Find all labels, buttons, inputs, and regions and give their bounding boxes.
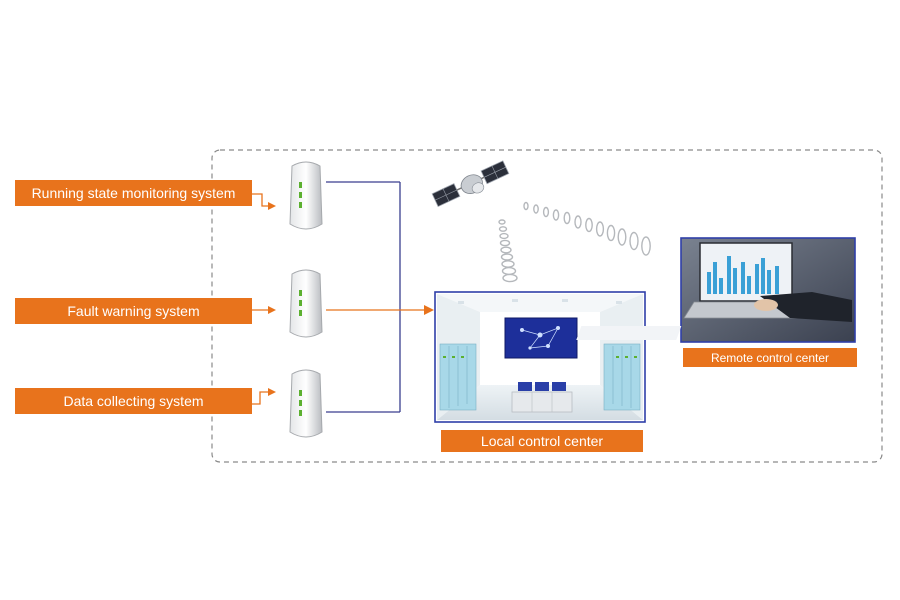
device-bus-lines [326, 181, 401, 413]
remote-control-center-label: Remote control center [683, 348, 857, 367]
arrow-fault [268, 306, 276, 314]
control-room-icon [434, 291, 646, 423]
arrow-running [268, 202, 276, 210]
connector-data [252, 391, 270, 405]
input-label-data-collecting: Data collecting system [15, 388, 252, 414]
input-label-running-state: Running state monitoring system [15, 180, 252, 206]
system-boundary [211, 149, 883, 463]
input-label-fault-warning: Fault warning system [15, 298, 252, 324]
device-icon [289, 369, 323, 438]
signal-waves-right [523, 201, 651, 256]
signal-waves-down [498, 219, 518, 283]
laptop-analytics-icon [576, 237, 856, 343]
fault-to-local-connector [326, 305, 434, 315]
device-icon [289, 161, 323, 230]
input-connectors [252, 193, 276, 405]
connector-running [252, 193, 270, 207]
satellite-icon [431, 160, 510, 208]
local-control-center-label: Local control center [441, 430, 643, 452]
arrow-data [268, 388, 276, 396]
device-icon [289, 269, 323, 338]
